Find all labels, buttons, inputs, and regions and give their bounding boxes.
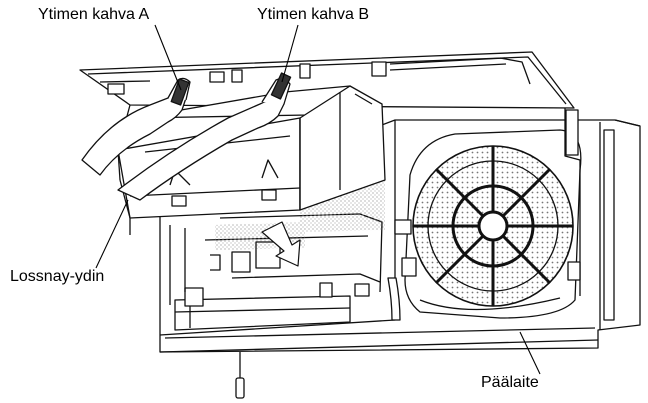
core-handle-a — [170, 78, 190, 106]
label-core-handle-b: Ytimen kahva B — [257, 6, 370, 23]
lower-panel — [174, 295, 351, 331]
leader-handle-b — [281, 24, 299, 83]
label-main-unit: Päälaite — [481, 374, 539, 391]
label-core-handle-a: Ytimen kahva A — [38, 6, 150, 23]
core-handle-b — [270, 72, 292, 100]
pull-cord-handle — [235, 377, 245, 399]
label-lossnay-core: Lossnay-ydin — [10, 268, 105, 285]
leader-handle-a — [154, 24, 182, 91]
leader-core — [95, 199, 129, 269]
fan-assembly — [404, 129, 582, 319]
leader-main-unit — [519, 331, 541, 375]
direction-arrow — [261, 221, 301, 267]
